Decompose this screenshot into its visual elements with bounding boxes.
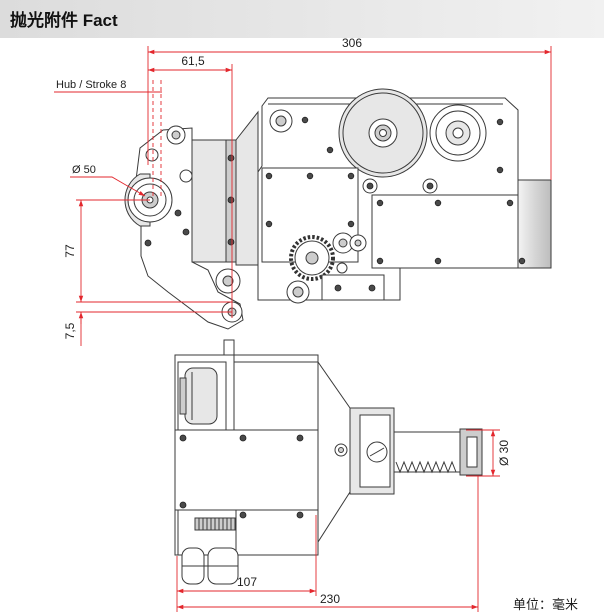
sight-glass [334, 443, 348, 457]
page-title: 抛光附件 Fact [10, 10, 118, 30]
plan-wheels [181, 547, 239, 585]
top-stem [223, 339, 235, 357]
guide-rollers [362, 178, 438, 194]
wheel-diameter-label: Ø 50 [72, 164, 96, 176]
dimension-7-5: 7,5 [63, 312, 84, 346]
idler-roller [269, 109, 293, 133]
lower-rollers [286, 280, 376, 304]
motor-plan [177, 361, 227, 431]
dimension-230: 230 [177, 476, 479, 612]
dimension-61-5: 61,5 [148, 54, 233, 318]
dim-306-label: 306 [342, 36, 362, 50]
dim-7-5-label: 7,5 [63, 322, 77, 339]
header: 抛光附件 Fact [0, 0, 604, 38]
drive-block [371, 194, 519, 269]
stroke-label: Hub / Stroke 8 [56, 79, 126, 91]
dimension-77: 77 [63, 199, 232, 313]
motor-flange [235, 110, 259, 266]
bolts-right [376, 199, 526, 265]
dim-107-label: 107 [237, 575, 257, 589]
housing-extension [517, 179, 552, 269]
plan-bolts [179, 434, 304, 519]
units-label: 单位：毫米 [513, 597, 578, 612]
dim-230-label: 230 [320, 592, 340, 606]
header-bar [0, 0, 604, 38]
large-pulley [338, 88, 428, 178]
dimension-107: 107 [176, 515, 317, 612]
arm-fittings [144, 125, 193, 247]
motor-bolts [227, 154, 235, 246]
serration [395, 460, 457, 474]
dimension-shaft-diameter: Ø 30 [466, 429, 511, 477]
clamp-knob [366, 441, 388, 463]
dim-61-5-label: 61,5 [181, 54, 205, 68]
dimension-wheel-diameter: Ø 50 [70, 164, 146, 197]
dim-77-label: 77 [63, 244, 77, 258]
side-view: 306 61,5 Hub / Stroke 8 Ø 50 77 7,5 [54, 36, 552, 346]
small-pulley [429, 104, 487, 162]
dimension-306: 306 [147, 36, 552, 180]
gear-train [289, 232, 367, 281]
dimension-stroke: Hub / Stroke 8 [54, 79, 162, 198]
bolts-middle [265, 116, 504, 228]
plan-view: Ø 30 107 230 单位：毫米 [174, 339, 578, 612]
shaft-diameter-label: Ø 30 [497, 440, 511, 466]
